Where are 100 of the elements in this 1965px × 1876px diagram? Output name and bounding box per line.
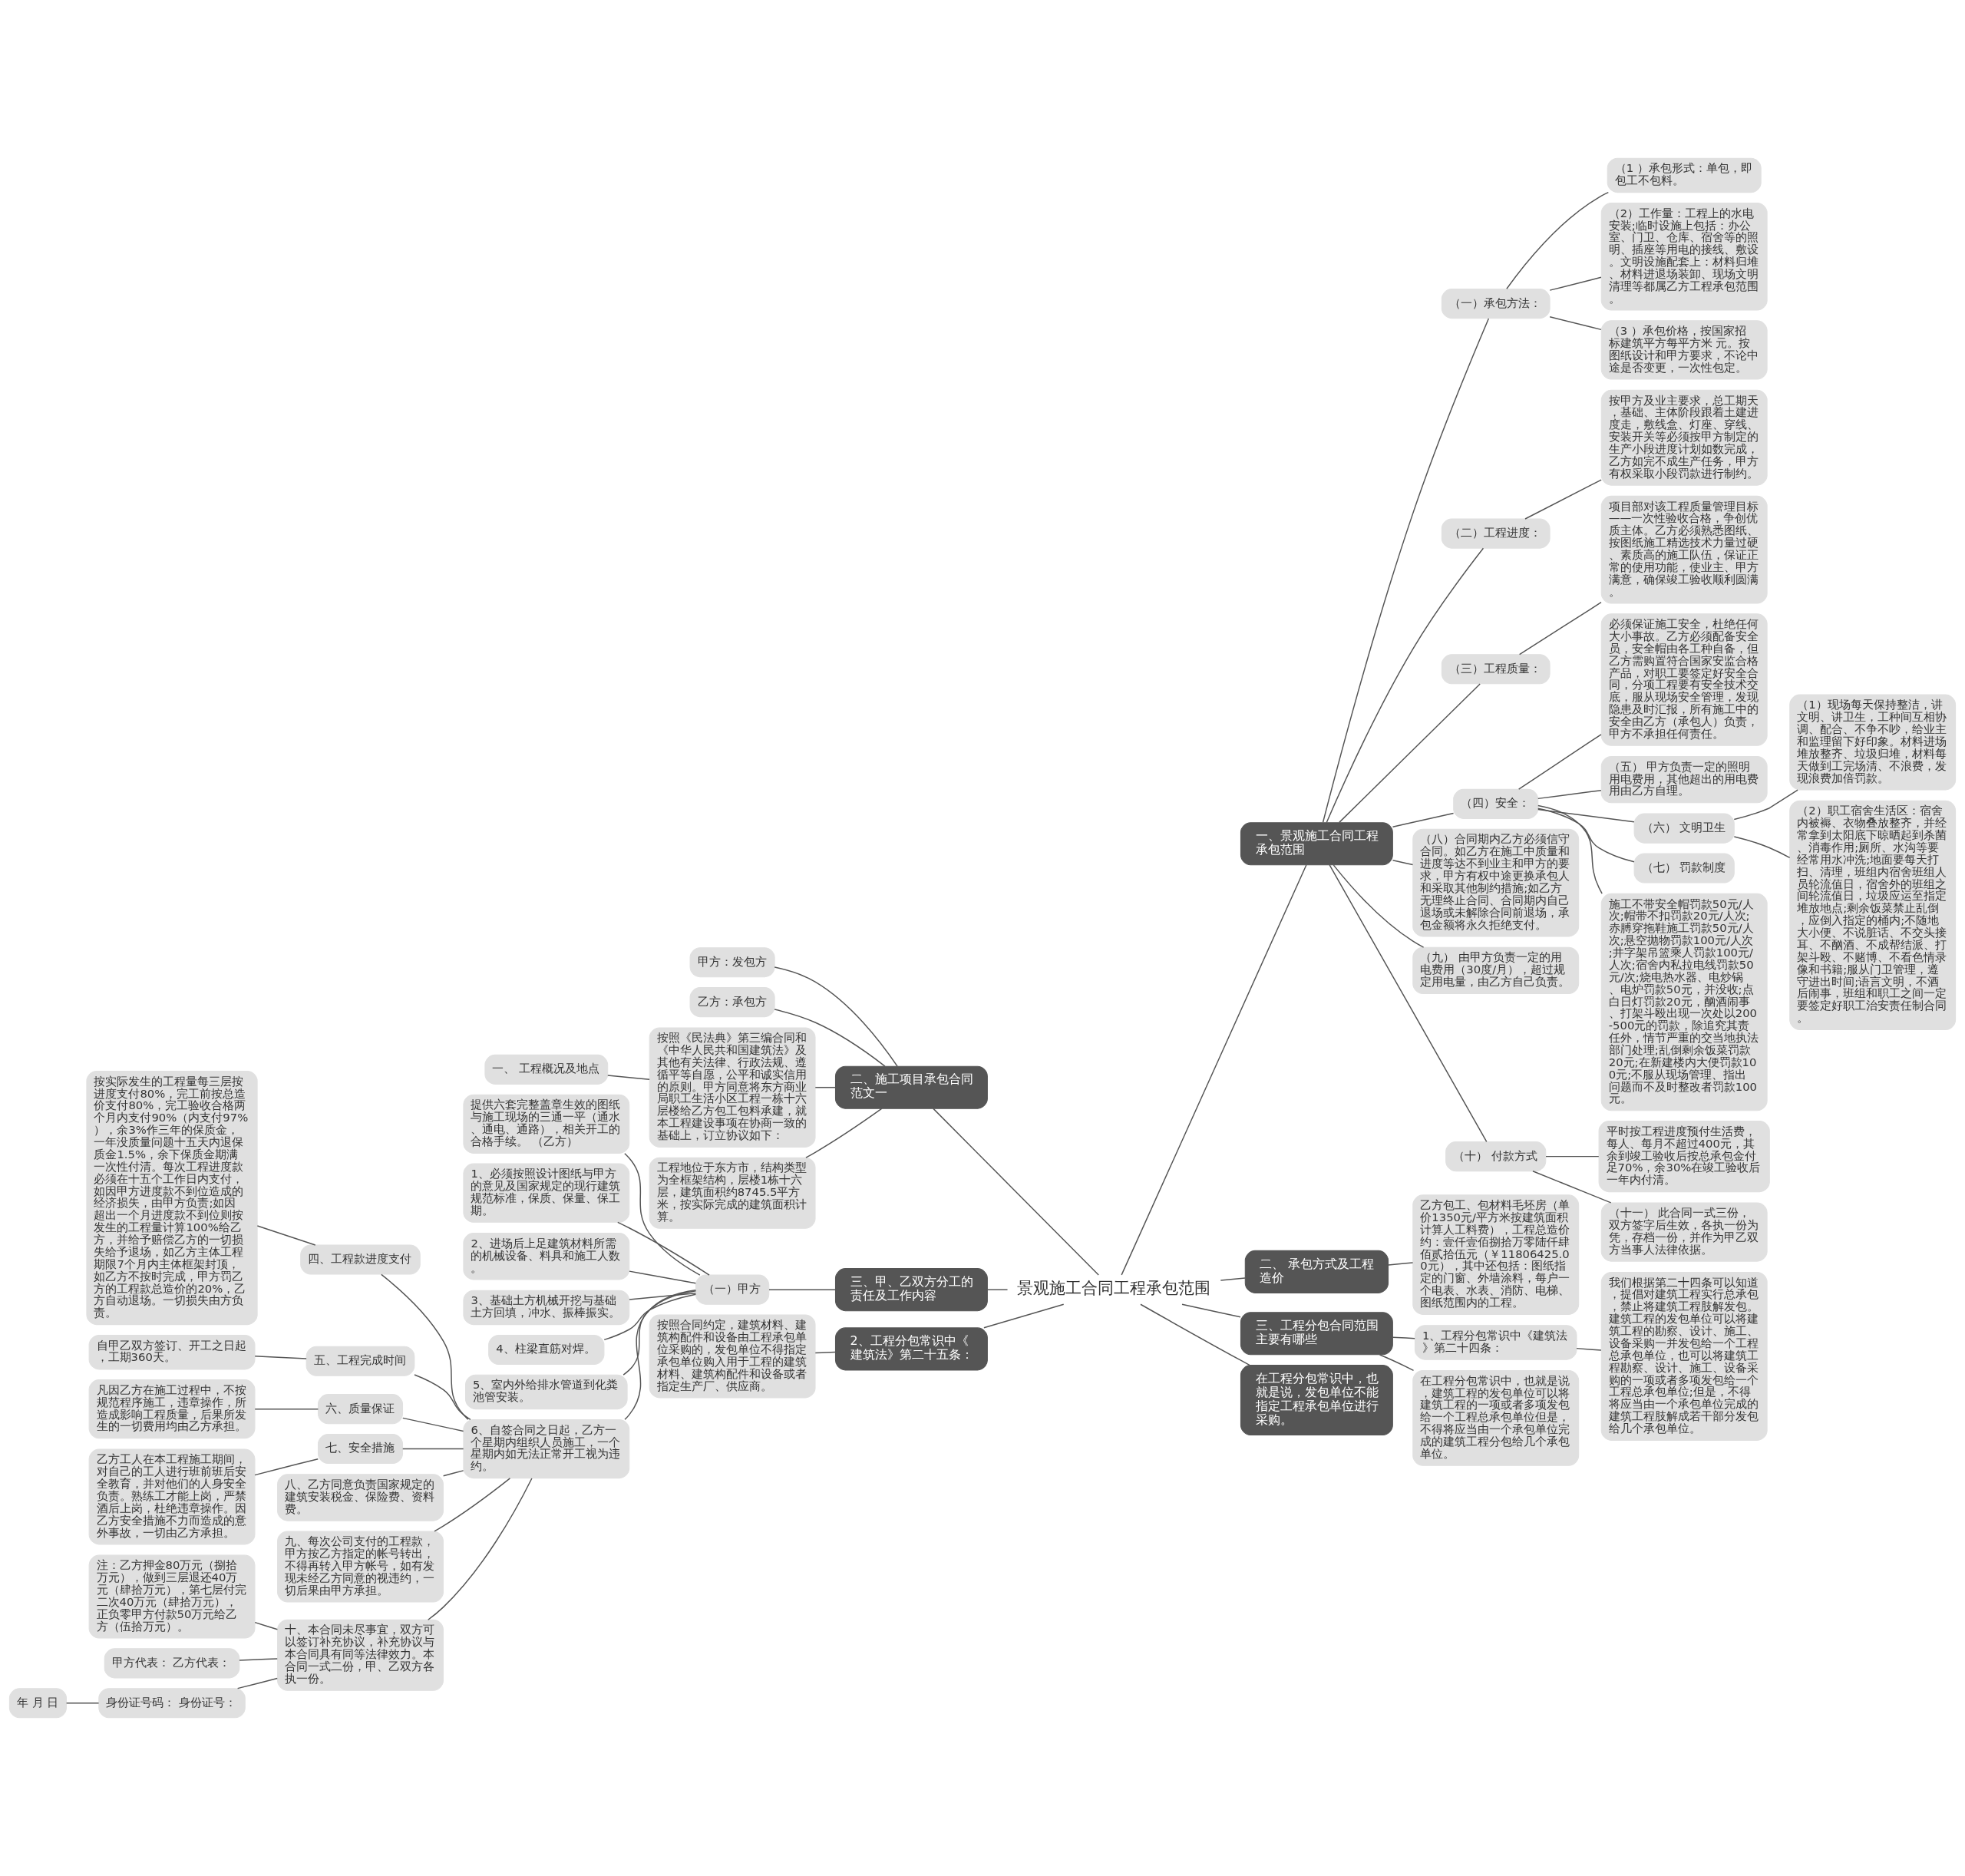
connector	[1392, 812, 1455, 827]
node-box: 按照合同约定，建筑材料、建筑构配件和设备由工程承包单位采购的，发包单位不得指定承包单位购入用于工程的建筑材料、建筑构配件和设备或者指定生产厂、供应商。	[649, 1314, 816, 1399]
connector	[768, 1289, 836, 1290]
connector	[603, 1293, 697, 1341]
connector	[1545, 1155, 1600, 1158]
node-box: （2）工作量：工程上的水电安装;临时设施上包括：办公室、门卫、仓库、宿舍等的照明、插座等用电的接线、敷设。文明设施配套上：材料归堆、材料进退场装卸、现场文明清理等都属乙方工程承包范围。	[1600, 202, 1768, 311]
connector	[986, 1289, 1009, 1290]
connector	[442, 1470, 464, 1477]
connector	[1329, 864, 1488, 1143]
connector	[402, 1448, 464, 1450]
node-box: 乙方包工、包材料毛坯房（单价1350元/平方米按建筑面积计算人工料费），工程总造价约：壹仟壹佰捌拾万零陆仟肆佰贰拾伍元（￥11806425.00元），其中还包括：图纸指定的门窗、外墙涂料，每户一个电表、水表、消防、电梯、图纸范围内的工程。	[1412, 1194, 1580, 1315]
node-box: 四、工程款进度支付	[300, 1244, 421, 1275]
node-box: 一、景观施工合同工程承包范围	[1240, 822, 1393, 866]
node-box: 六、质量保证	[317, 1394, 404, 1425]
connector	[1537, 808, 1635, 863]
connector	[254, 1621, 279, 1630]
connector	[254, 1458, 319, 1476]
connector	[1140, 1303, 1250, 1366]
connector	[402, 1417, 464, 1432]
node-box: 九、每次公司支付的工程款，甲方按乙方指定的帐号转出，不得再转入甲方帐号，如有发现未经乙方同意的视违约，一切后果由甲方承担。	[277, 1531, 444, 1603]
node-box: 甲方：发包方	[689, 947, 775, 978]
node-box: 工程地位于东方市，结构类型为全框架结构，层楼1栋十六层，建筑面积约8745.5平方米，按实际完成的建筑面积计算。	[649, 1157, 816, 1229]
connector	[1524, 479, 1602, 520]
connector	[1518, 601, 1602, 656]
connector	[1532, 1170, 1612, 1204]
connector	[774, 966, 898, 1067]
connector	[254, 1408, 319, 1410]
node-box: 2、进场后上足建筑材料所需的机械设备、料具和施工人数。	[463, 1233, 630, 1280]
connector	[1388, 1262, 1414, 1266]
connector	[1518, 734, 1602, 790]
node-box: 乙方工人在本工程施工期间，对自己的工人进行班前班后安全教育，并对他们的人身安全负责。熟练工才能上岗，严禁酒后上岗，杜绝违章操作。因乙方安全措施不力而造成的意外事故，一切由乙方承担。	[88, 1448, 256, 1545]
connector	[933, 1108, 1099, 1276]
connector	[236, 1677, 278, 1689]
connector	[381, 1273, 469, 1420]
node-box: 自甲乙双方签订、开工之日起，工期360天。	[88, 1334, 256, 1370]
node-box: （1）现场每天保持整洁，讲文明、讲卫生，工种间互相协调、配合、不争不吵，给业主和监理留下好印象。材料进场堆放整齐、垃圾归堆，材料每天做到工完场清、不浪费，发现浪费加倍罚款。	[1789, 694, 1957, 791]
node-box: （八）合同期内乙方必须信守合同。如乙方在施工中质量和进度等达不到业主和甲方的要求，甲方有权中途更换承包人和采取其他制约措施;如乙方无理终止合同、合同期内自己退场或未解除合同前退场，承包金额将永久拒绝支付。	[1412, 828, 1580, 937]
node-box: （九） 由甲方负责一定的用电费用（30度/月），超过规定用电量，由乙方自己负责。	[1412, 946, 1580, 994]
connector	[1220, 1277, 1246, 1281]
node-box: 二、 承包方式及工程造价	[1244, 1250, 1389, 1293]
connector	[617, 1221, 710, 1276]
node-box: （七） 罚款制度	[1633, 853, 1735, 884]
node-box: 年 月 日	[8, 1688, 67, 1719]
node-box: 三、甲、乙双方分工的责任及工作内容	[834, 1268, 988, 1312]
node-box: （三）工程质量：	[1441, 654, 1551, 685]
connector	[427, 1478, 533, 1620]
node-box: 6、自签合同之日起，乙方一个星期内组织人员施工，一个星期内如无法正常开工视为违约。	[463, 1419, 630, 1479]
node-box: 平时按工程进度预付生活费，每人、每月不超过400元，其余到竣工验收后按总承包金付足70%，余30%在竣工验收后一年内付清。	[1598, 1121, 1770, 1193]
connector	[1733, 789, 1798, 821]
node-box: 二、施工项目承包合同范文一	[834, 1065, 988, 1109]
connector	[1537, 789, 1602, 800]
node-box: （2）职工宿舍生活区：宿舍内被褥、衣物叠放整齐，并经常拿到太阳底下晾晒起到杀菌、消毒作用;厕所、水沟等要经常用水冲洗;地面要每天打扫、清理，班组内宿舍班组人员轮流值日，宿舍外的班组之间轮流值日，垃圾应运至指定堆放地点;剩余饭菜禁止乱倒，应倒入指定的桶内;不随地大小便、不说脏话、不交头接耳、不酗酒、不成帮结派、打架斗殴、不赌博、不看色情录像和书籍;服从门卫管理，遵守进出时间;语言文明，不酒后闹事，班组和职工之间一定要签定好职工治安责任制合同。	[1789, 800, 1957, 1031]
connector	[1537, 804, 1603, 894]
connector	[414, 1374, 471, 1421]
node-box: 按甲方及业主要求，总工期天，基础、主体阶段跟着土建进度走，敷线盒、灯座、穿线、安装开关等必须按甲方制定的生产小段进度计划如数完成，乙方如完不成生产任务，甲方有权采取小段罚款进行制约。	[1600, 389, 1768, 486]
node-box: 身份证号码： 身份证号：	[98, 1688, 246, 1719]
node-box: 甲方代表： 乙方代表：	[104, 1648, 240, 1679]
node-box: 一、 工程概况及地点	[484, 1054, 609, 1085]
node-box: （十） 付款方式	[1445, 1141, 1547, 1172]
node-box: （六） 文明卫生	[1633, 813, 1735, 844]
connector	[983, 1303, 1065, 1329]
connector	[1181, 1303, 1241, 1318]
connector	[239, 1658, 278, 1661]
node-box: 三、工程分包合同范围主要有哪些	[1240, 1312, 1393, 1356]
node-box: （十一） 此合同一式三份，双方签字后生效，各执一份为凭，存档一份，并作为甲乙双方当事人法律依据。	[1600, 1202, 1768, 1262]
node-box: 5、室内外给排水管道到化粪池管安装。	[465, 1374, 628, 1410]
node-box: 2、工程分包常识中《建筑法》第二十五条：	[834, 1327, 988, 1371]
connector	[1733, 836, 1791, 859]
connector	[805, 1108, 883, 1158]
node-box: 提供六套完整盖章生效的图纸与施工现场的三通一平（通水、通电、通路），相关开工的合格手续。 （乙方）	[463, 1094, 630, 1154]
node-box: 3、基础土方机械开挖与基础土方回填，冲水、振棒振实。	[463, 1290, 630, 1326]
node-box: 在工程分包常识中，也就是说，建筑工程的发包单位可以将建筑工程的一项或者多项发包给一个工程总承包单位但是，不得将应当由一个承包单位完成的建筑工程分包给几个承包单位。	[1412, 1369, 1580, 1466]
connector	[607, 1075, 650, 1081]
connector	[256, 1225, 316, 1246]
connector	[629, 1292, 697, 1300]
connector	[1576, 1347, 1602, 1351]
connector	[1549, 276, 1602, 291]
connector	[1322, 318, 1490, 823]
connector	[814, 1351, 836, 1354]
node-box: 七、安全措施	[317, 1433, 404, 1465]
connector	[1392, 1336, 1415, 1339]
connector	[1326, 547, 1484, 824]
node-box: 我们根据第二十四条可以知道，提倡对建筑工程实行总承包，禁止将建筑工程肢解发包。建筑工程的发包单位可以将建筑工程的勘察、设计、施工、设备采购一并发包给一个工程总承包单位，也可以将建筑工程勘察、设计、施工、设备采购的一项或者多项发包给一个工程总承包单位;但是，不得将应当由一个承包单位完成的建筑工程肢解成若干部分发包给几个承包单位。	[1600, 1271, 1768, 1441]
node-box: 按照《民法典》第三编合同和《中华人民共和国建筑法》及其他有关法律、行政法规、遵循平等自愿，公平和诚实信用的原则。甲方同意将东方商业局职工生活小区工程一栋十六层楼给乙方包工包料承建，就本工程建设事项在协商一致的基础上，订立协议如下：	[649, 1027, 816, 1148]
node-text: 景观施工合同工程承包范围	[1017, 1278, 1211, 1298]
connector	[624, 1290, 697, 1421]
connector	[254, 1356, 307, 1359]
connector	[814, 1086, 836, 1088]
node-box: 必须保证施工安全，杜绝任何大小事故。乙方必须配备安全员，安全帽由各工种自备，但乙方需购置符合国家安监合格产品，对职工要签定好安全合同，分项工程要有安全技术交底，服从现场安全管理，发现隐患及时汇报，所有施工中的安全由乙方（承包人）负责，甲方不承担任何责任。	[1600, 613, 1768, 746]
node-box: 按实际发生的工程量每三层按进度支付80%，完工前按总造价支付80%，完工验收合格两个月内支付90%（内支付97%），余3%作三年的保质金，一年没质量问题十五天内退保质金1.5%，余下保质金期满一次性付清。每次工程进度款必须在十五个工作日内支付，如因甲方进度款不到位造成的经济损失，由甲方负责;如因超出一个月进度款不到位则按发生的工程量计算100%给乙方，并给予赔偿乙方的一切损失给予退场，如乙方主体工程期限7个月内主体框架封顶，如乙方不按时完成，甲方罚乙方的工程款总造价的20%，乙方自动退场。一切损失由方负责。	[86, 1071, 258, 1326]
node-box: 八、乙方同意负责国家规定的建筑安装税金、保险费、资料费。	[277, 1474, 444, 1521]
node-box: 项目部对该工程质量管理目标——一次性验收合格，争创优质主体。乙方必须熟悉图纸、按图纸施工精选技术力量过硬、素质高的施工队伍，保证正常的使用功能，使业主、甲方满意，确保竣工验收顺利圆满。	[1600, 495, 1768, 604]
connector	[1549, 316, 1602, 331]
node-box: 注：乙方押金80万元（捌拾万元），做到三层退还40万元（肆拾万元），第七层付完二次40万元（肆拾万元），正负零甲方付款50万元给乙方（伍拾万元）。	[88, 1554, 256, 1639]
node-box: 1、工程分包常识中《建筑法》第二十四条：	[1414, 1325, 1577, 1360]
node-box: （二）工程进度：	[1441, 518, 1551, 549]
connector	[1392, 860, 1414, 866]
node-box: （3 ）承包价格，按国家招标建筑平方每平方米 元。按图纸设计和甲方要求，不论中途是否变更，一次性包定。	[1600, 320, 1768, 380]
connector	[1121, 864, 1307, 1276]
connector	[434, 1478, 511, 1532]
